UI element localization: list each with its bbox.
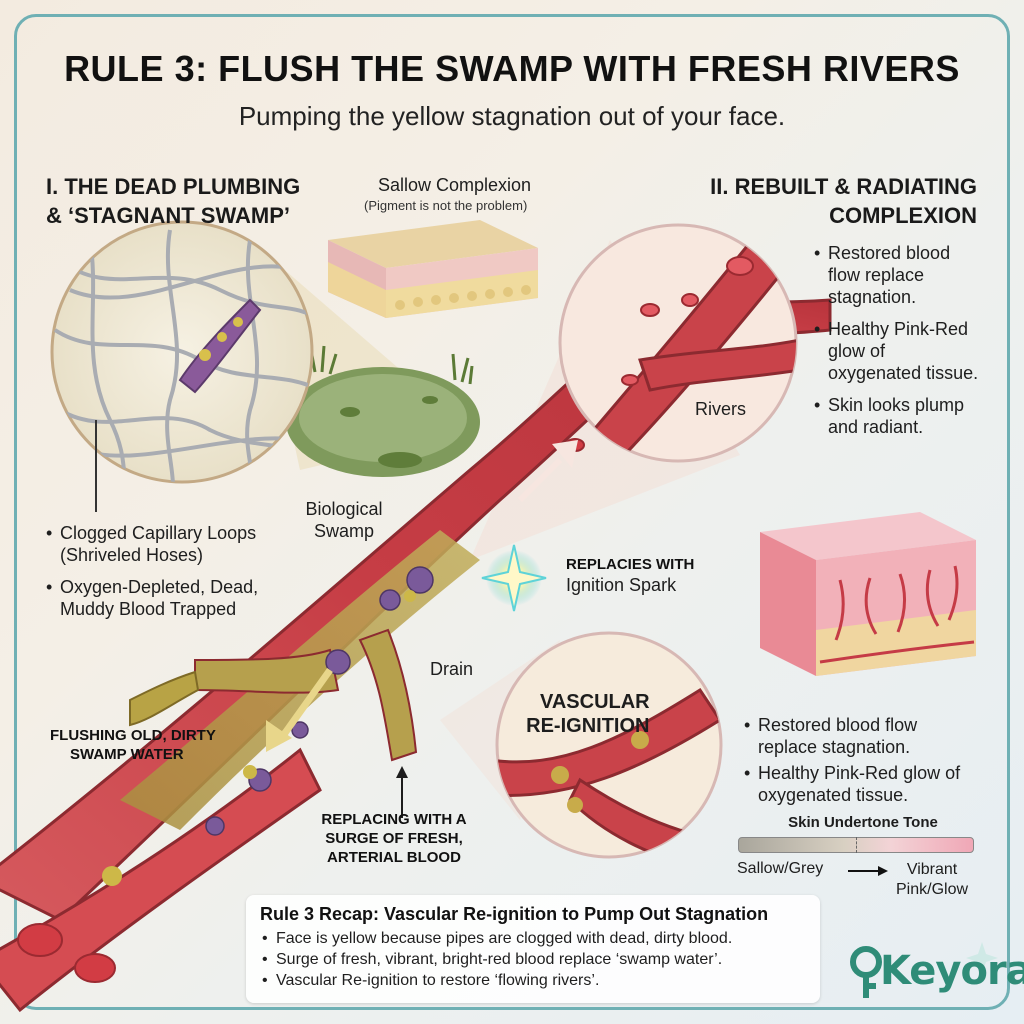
swamp-label-line2: Swamp [313,521,375,541]
tone-right-line1: Vibrant [906,861,958,878]
right-bullet-list-2: Restored blood flow replace stagnation. … [744,714,960,816]
surge-line2: SURGE OF FRESH, [325,830,463,847]
healthy-rivers-circle [558,223,798,463]
bullet-line: Oxygen-Depleted, Dead, [60,577,259,597]
list-item: Oxygen-Depleted, Dead,Muddy Blood Trappe… [46,576,258,620]
tone-right-label: Vibrant Pink/Glow [896,860,968,900]
vascular-reignition-label: VASCULAR RE-IGNITION [526,690,650,738]
rivers-label: Rivers [695,399,747,419]
bullet-line: oxygenated tissue. [828,363,979,383]
poster-frame [14,14,1010,1010]
right-heading-line2: COMPLEXION [829,203,977,228]
tone-right-line2: Pink/Glow [896,881,969,898]
recap-box: Rule 3 Recap: Vascular Re-ignition to Pu… [246,895,820,1003]
recap-list: Face is yellow because pipes are clogged… [260,928,806,991]
flushing-label-line1: FLUSHING OLD, DIRTY [50,727,216,744]
bullet-line: Healthy Pink-Red [828,319,969,339]
vascular-reignition-circle [495,631,723,859]
list-item: Face is yellow because pipes are clogged… [260,928,806,949]
list-item: Surge of fresh, vibrant, bright-red bloo… [260,949,806,970]
sallow-note: (Pigment is not the problem) [364,198,528,213]
list-item: Vascular Re-ignition to restore ‘flowing… [260,970,806,991]
list-item: Skin looks plump and radiant. [814,394,978,438]
page-subtitle: Pumping the yellow stagnation out of you… [238,101,786,131]
tone-scale-midpoint [856,837,857,853]
list-item: Restored blood flow replace stagnation. [744,714,960,758]
page-title: RULE 3: FLUSH THE SWAMP WITH FRESH RIVER… [64,48,960,89]
bullet-line: stagnation. [828,287,917,307]
healthy-skin-block [760,512,976,676]
bullet-line: Healthy Pink-Red glow of [758,763,961,783]
bullet-line: and radiant. [828,417,924,437]
flushing-label-line2: SWAMP WATER [70,746,184,763]
surge-line3: ARTERIAL BLOOD [327,849,461,866]
replaces-line1: REPLACIES WITH [566,556,695,573]
left-section-heading: I. THE DEAD PLUMBING & ‘STAGNANT SWAMP’ [46,172,300,230]
tone-left-label: Sallow/Grey [737,860,824,877]
replaces-label: REPLACIES WITH Ignition Spark [566,555,694,596]
bullet-line: replace stagnation. [758,737,911,757]
bullet-line: Clogged Capillary Loops [60,523,257,543]
bullet-line: Muddy Blood Trapped [60,599,237,619]
replaces-line2: Ignition Spark [566,575,677,595]
flushing-label: FLUSHING OLD, DIRTY SWAMP WATER [50,726,216,764]
surge-label: REPLACING WITH A SURGE OF FRESH, ARTERIA… [314,810,474,867]
right-section-heading: II. REBUILT & RADIATING COMPLEXION [710,172,977,230]
vascular-line2: RE-IGNITION [526,715,650,737]
bullet-line: Skin looks plump [828,395,965,415]
sallow-skin-block [328,220,538,318]
brand-logo: Keyora [846,942,1024,1000]
bullet-line: Restored blood [828,243,951,263]
swamp-label: Biological Swamp [296,498,392,542]
tone-scale-title: Skin Undertone Tone [788,814,938,831]
vascular-line1: VASCULAR [540,691,650,713]
clogged-capillary-circle [50,220,314,512]
left-heading-line1: I. THE DEAD PLUMBING [46,174,301,199]
swamp-pond [286,345,480,477]
bullet-line: (Shriveled Hoses) [60,545,204,565]
left-heading-line2: & ‘STAGNANT SWAMP’ [46,203,291,228]
logo-key-icon [850,942,998,998]
surge-line1: REPLACING WITH A [321,811,467,828]
right-heading-line1: II. REBUILT & RADIATING [710,174,977,199]
drain-label: Drain [430,659,474,679]
swamp-label-line1: Biological [305,499,383,519]
list-item: Clogged Capillary Loops(Shriveled Hoses) [46,522,258,566]
sallow-label: Sallow Complexion [378,175,532,195]
bullet-line: oxygenated tissue. [758,785,909,805]
bullet-line: flow replace [828,265,925,285]
right-bullet-list: Restored blood flow replace stagnation. … [814,242,978,448]
bullet-line: glow of [828,341,886,361]
brand-logo-text: Keyora [880,948,1024,994]
left-bullet-list: Clogged Capillary Loops(Shriveled Hoses)… [46,522,258,630]
recap-title: Rule 3 Recap: Vascular Re-ignition to Pu… [260,904,769,924]
list-item: Restored blood flow replace stagnation. [814,242,978,308]
list-item: Healthy Pink-Red glow of oxygenated tiss… [744,762,960,806]
list-item: Healthy Pink-Red glow of oxygenated tiss… [814,318,978,384]
bullet-line: Restored blood flow [758,715,918,735]
